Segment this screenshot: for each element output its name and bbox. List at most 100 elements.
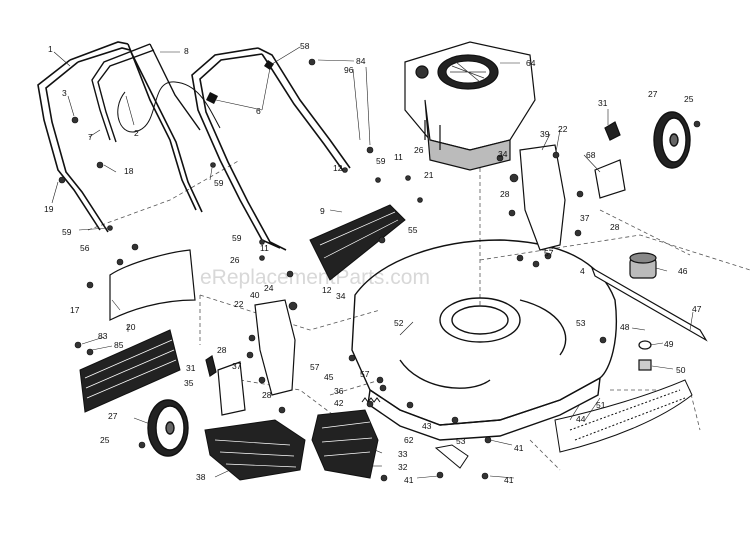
part-label-49: 49 [664, 339, 674, 349]
control-cable [117, 81, 221, 133]
middle-handle-drawing [91, 43, 201, 143]
part-label-85: 85 [114, 340, 124, 350]
part-label-2: 2 [134, 128, 139, 138]
engine-drawing [404, 41, 536, 171]
front-wheel-drawing [147, 399, 189, 457]
part-label-41-left: 41 [404, 475, 414, 485]
part-label-50: 50 [676, 365, 686, 375]
part-label-22-left: 22 [234, 299, 244, 309]
part-label-39: 39 [540, 129, 550, 139]
fasteners [58, 58, 701, 482]
part-label-45: 45 [324, 372, 334, 382]
part-label-41-bottom: 41 [504, 475, 514, 485]
part-label-58: 58 [300, 41, 310, 51]
part-label-31-right: 31 [598, 98, 608, 108]
part-label-12-upper: 12 [333, 163, 343, 173]
part-label-83: 83 [98, 331, 108, 341]
lower-handle-drawing [37, 41, 203, 233]
part-label-28-d: 28 [262, 390, 272, 400]
part-label-59-left: 59 [62, 227, 72, 237]
part-label-3: 3 [62, 88, 67, 98]
part-label-52: 52 [394, 318, 404, 328]
part-label-32: 32 [398, 462, 408, 472]
part-label-8: 8 [184, 46, 189, 56]
part-label-35: 35 [184, 378, 194, 388]
part-label-6: 6 [256, 106, 261, 116]
part-label-17: 17 [70, 305, 80, 315]
part-label-9: 9 [320, 206, 325, 216]
part-label-25-left: 25 [100, 435, 110, 445]
part-label-11-lower: 11 [260, 243, 269, 253]
discharge-chute-drawing [109, 249, 196, 321]
baffle-drawings [204, 409, 379, 481]
leader-lines [51, 46, 694, 479]
part-label-34-right: 34 [498, 149, 508, 159]
part-label-47: 47 [692, 304, 702, 314]
part-label-46: 46 [678, 266, 688, 276]
blade-assembly [590, 252, 708, 371]
part-label-25-right: 25 [684, 94, 694, 104]
part-label-28-b: 28 [610, 222, 620, 232]
wheel-brackets [254, 144, 566, 396]
height-adjusters [205, 121, 626, 416]
part-label-37-right: 37 [580, 213, 590, 223]
handle-knobs [206, 60, 274, 104]
part-label-7: 7 [88, 132, 93, 142]
part-label-28-a: 28 [500, 189, 510, 199]
part-label-41-right: 41 [514, 443, 524, 453]
part-label-57-mid: 57 [310, 362, 320, 372]
part-label-34-left: 34 [336, 291, 346, 301]
part-label-20: 20 [126, 322, 136, 332]
upper-handle-drawing [191, 47, 351, 251]
part-label-53-bottom: 53 [456, 436, 466, 446]
watermark: eReplacementParts.com [200, 266, 430, 289]
part-label-4: 4 [580, 266, 585, 276]
part-label-27-right: 27 [648, 89, 658, 99]
part-label-84: 84 [356, 56, 366, 66]
rear-wheel-drawing [653, 111, 691, 169]
part-label-57-right: 57 [544, 248, 554, 258]
part-label-11-upper: 11 [394, 152, 403, 162]
part-label-68: 68 [586, 150, 596, 160]
part-label-40: 40 [250, 290, 260, 300]
part-label-44: 44 [576, 414, 586, 424]
part-label-48: 48 [620, 322, 630, 332]
part-label-22-right: 22 [558, 124, 568, 134]
part-label-26-lower: 26 [230, 255, 240, 265]
part-label-64: 64 [526, 58, 536, 68]
part-label-12-lower: 12 [322, 285, 332, 295]
rear-deflector-drawing [554, 379, 693, 453]
part-label-96: 96 [344, 65, 354, 75]
part-label-28-c: 28 [217, 345, 227, 355]
part-label-59-lower: 59 [232, 233, 242, 243]
part-label-55: 55 [408, 225, 418, 235]
spring-42 [361, 397, 381, 403]
part-label-18: 18 [124, 166, 134, 176]
part-label-42: 42 [334, 398, 344, 408]
part-label-37-left: 37 [232, 361, 242, 371]
part-label-1: 1 [48, 44, 53, 54]
part-label-27-left: 27 [108, 411, 118, 421]
part-label-57-deck: 57 [360, 369, 370, 379]
part-label-56: 56 [80, 243, 90, 253]
part-label-38: 38 [196, 472, 206, 482]
part-label-31-left: 31 [186, 363, 196, 373]
part-label-51: 51 [596, 400, 606, 410]
part-label-33: 33 [398, 449, 408, 459]
part-label-26-upper: 26 [414, 145, 424, 155]
part-label-59-handle: 59 [214, 178, 224, 188]
bracket-62 [434, 444, 469, 469]
part-label-53-right: 53 [576, 318, 586, 328]
part-label-19: 19 [44, 204, 54, 214]
rear-flap-drawing [79, 329, 181, 413]
part-label-62: 62 [404, 435, 414, 445]
part-label-21: 21 [424, 170, 434, 180]
part-label-24: 24 [264, 283, 274, 293]
deck-housing-drawing [351, 239, 618, 441]
part-label-43: 43 [422, 421, 432, 431]
part-label-36: 36 [334, 386, 344, 396]
part-label-59-upper: 59 [376, 156, 386, 166]
mulch-cover-drawing [309, 204, 406, 281]
part-labels: 1 2 3 4 6 7 8 9 11 11 12 12 17 18 19 20 … [44, 41, 702, 485]
